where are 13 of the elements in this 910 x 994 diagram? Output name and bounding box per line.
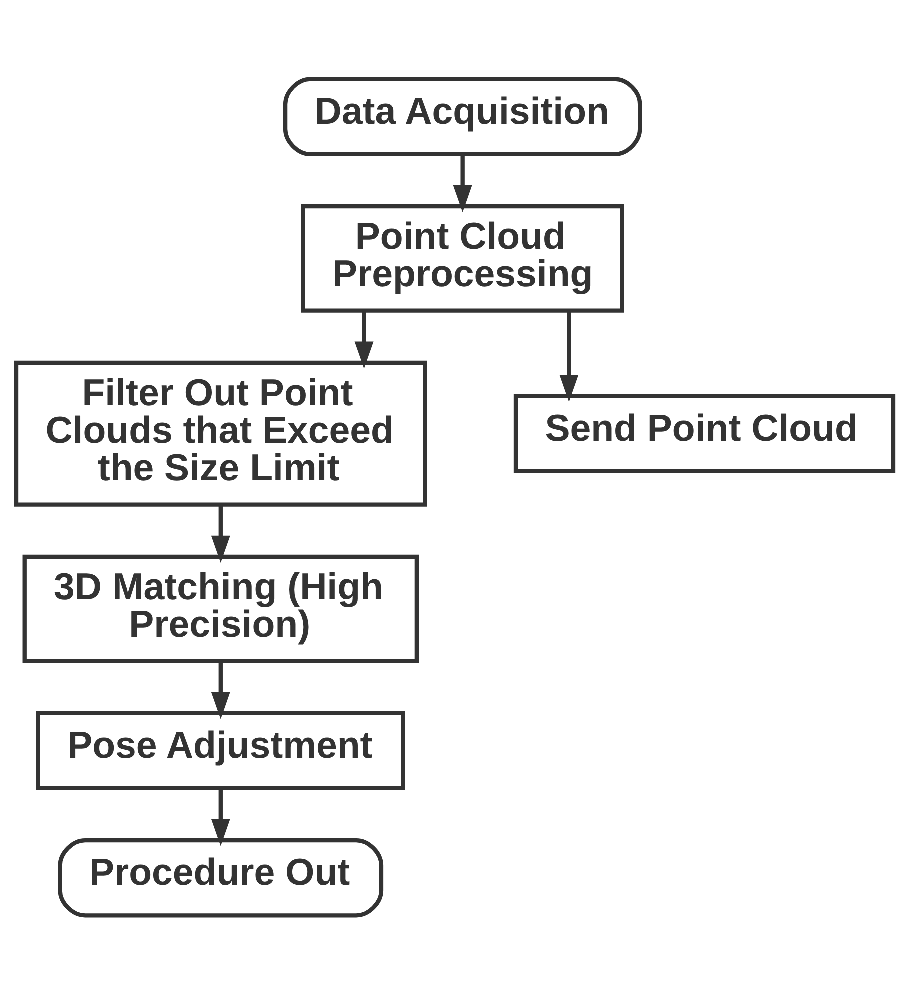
node-box: Data Acquisition xyxy=(283,76,642,156)
arrow xyxy=(560,310,579,402)
arrow xyxy=(211,788,230,846)
node-box: 3D Matching (High Precision) xyxy=(22,554,420,663)
arrow xyxy=(453,154,472,212)
node-box: Pose Adjustment xyxy=(36,710,406,790)
arrow xyxy=(211,661,230,719)
node-box: Send Point Cloud xyxy=(514,394,896,474)
arrow xyxy=(354,310,374,368)
node-box: Point Cloud Preprocessing xyxy=(301,204,624,312)
arrow xyxy=(211,504,230,562)
node-box: Procedure Out xyxy=(58,838,384,918)
node-box: Filter Out Point Clouds that Exceed the Size Limit xyxy=(14,360,428,506)
